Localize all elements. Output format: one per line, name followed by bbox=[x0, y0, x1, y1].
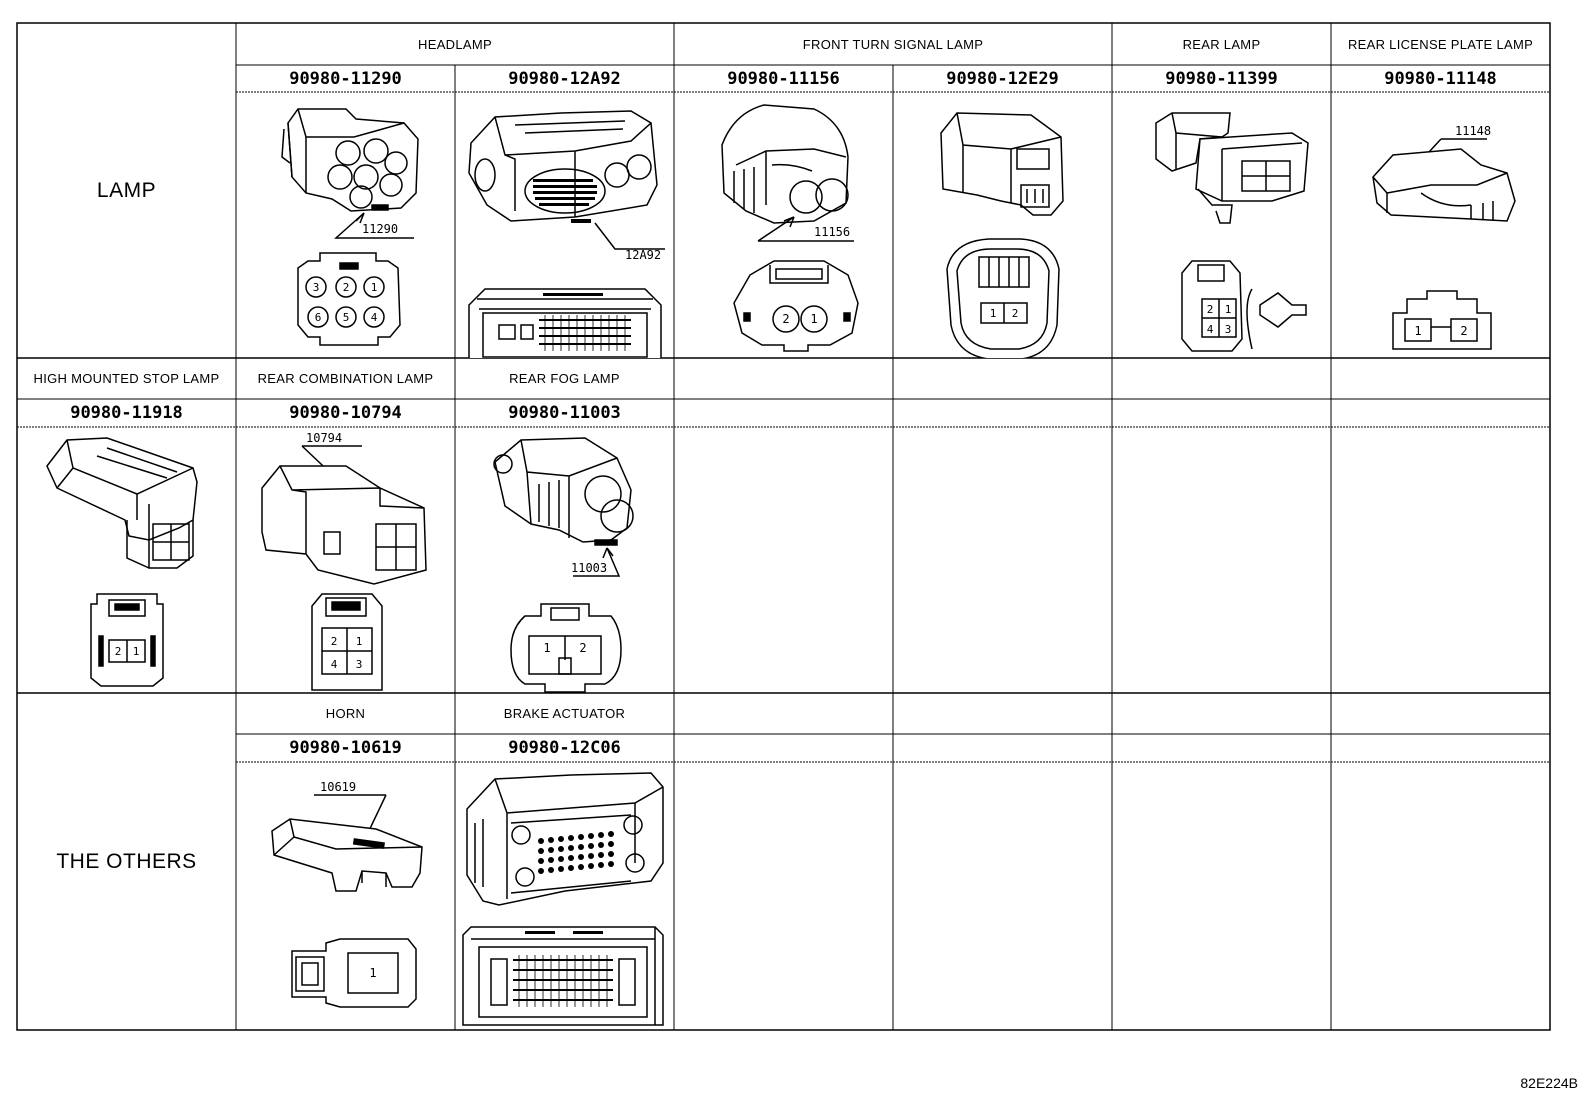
callout-10794: 10794 bbox=[306, 431, 342, 445]
part-number-11290: 90980-11290 bbox=[289, 68, 402, 89]
pin-label: 2 bbox=[1207, 303, 1214, 316]
pin-label: 2 bbox=[579, 641, 586, 655]
callout-11290: 11290 bbox=[362, 222, 398, 236]
part-number-11399: 90980-11399 bbox=[1165, 68, 1278, 89]
connector-drawing-12a92: 12A92 bbox=[455, 93, 674, 358]
part-number-10619: 90980-10619 bbox=[289, 738, 402, 758]
part-number-11918: 90980-11918 bbox=[70, 403, 183, 423]
table-grid-lines bbox=[16, 22, 1551, 1031]
group-rear-fog-lamp: REAR FOG LAMP bbox=[509, 371, 620, 386]
row-title-the-others: THE OTHERS bbox=[56, 849, 197, 873]
connector-table: LAMP HEADLAMP FRONT TURN SIGNAL LAMP REA… bbox=[16, 22, 1551, 1031]
part-number-11148: 90980-11148 bbox=[1384, 68, 1497, 89]
group-rear-lamp: REAR LAMP bbox=[1182, 36, 1261, 52]
pin-label: 1 bbox=[810, 312, 817, 326]
group-rear-license-plate-lamp: REAR LICENSE PLATE LAMP bbox=[1347, 36, 1534, 52]
pin-label: 1 bbox=[369, 966, 376, 980]
part-number-11003: 90980-11003 bbox=[508, 403, 621, 423]
group-brake-actuator: BRAKE ACTUATOR bbox=[503, 706, 626, 721]
connector-drawing-11399: 2 1 4 3 bbox=[1112, 93, 1331, 358]
callout-11003: 11003 bbox=[571, 561, 607, 575]
pin-label: 3 bbox=[1225, 323, 1232, 336]
part-number-12e29: 90980-12E29 bbox=[946, 68, 1059, 89]
pin-label: 6 bbox=[315, 311, 322, 324]
group-front-turn-signal-lamp: FRONT TURN SIGNAL LAMP bbox=[802, 36, 984, 52]
pin-label: 1 bbox=[990, 307, 997, 320]
pin-label: 1 bbox=[1225, 303, 1232, 316]
pin-label: 2 bbox=[343, 281, 350, 294]
part-number-10794: 90980-10794 bbox=[289, 403, 402, 423]
callout-11156: 11156 bbox=[814, 225, 850, 239]
pin-label: 3 bbox=[356, 658, 363, 671]
connector-drawing-11156: 11156 2 1 bbox=[674, 93, 893, 358]
group-rear-combination-lamp: REAR COMBINATION LAMP bbox=[257, 371, 434, 386]
pin-label: 1 bbox=[371, 281, 378, 294]
pin-label: 2 bbox=[1012, 307, 1019, 320]
pin-label: 2 bbox=[331, 635, 338, 648]
figure-code: 82E224B bbox=[1520, 1075, 1578, 1091]
pin-label: 2 bbox=[1460, 324, 1467, 338]
connector-drawing-10794: 10794 2 1 4 3 bbox=[236, 428, 455, 693]
pin-label: 5 bbox=[343, 311, 350, 324]
pin-label: 4 bbox=[1207, 323, 1214, 336]
callout-10619: 10619 bbox=[320, 780, 356, 794]
group-headlamp: HEADLAMP bbox=[418, 36, 492, 52]
pin-label: 2 bbox=[115, 645, 122, 658]
part-number-12a92: 90980-12A92 bbox=[508, 68, 621, 89]
connector-drawing-10619: 10619 1 bbox=[236, 763, 455, 1030]
group-horn: HORN bbox=[325, 706, 366, 721]
row-title-lamp: LAMP bbox=[96, 178, 157, 202]
connector-drawing-12e29: 1 2 bbox=[893, 93, 1112, 358]
pin-label: 1 bbox=[133, 645, 140, 658]
connector-drawing-12c06 bbox=[455, 763, 674, 1030]
pin-label: 2 bbox=[782, 312, 789, 326]
part-number-11156: 90980-11156 bbox=[727, 68, 840, 89]
callout-11148: 11148 bbox=[1455, 124, 1491, 138]
connector-drawing-11918: 2 1 bbox=[17, 428, 236, 693]
connector-drawing-11148: 11148 1 2 bbox=[1331, 93, 1550, 358]
callout-12a92: 12A92 bbox=[625, 248, 661, 262]
pin-label: 1 bbox=[543, 641, 550, 655]
part-number-12c06: 90980-12C06 bbox=[508, 738, 621, 758]
pin-label: 1 bbox=[356, 635, 363, 648]
pin-label: 1 bbox=[1414, 324, 1421, 338]
pin-label: 4 bbox=[331, 658, 338, 671]
group-high-mounted-stop-lamp: HIGH MOUNTED STOP LAMP bbox=[33, 371, 220, 386]
connector-drawing-11290: 11290 3 2 1 6 5 4 bbox=[236, 93, 455, 358]
connector-drawing-11003: 11003 1 2 bbox=[455, 428, 674, 693]
pin-label: 3 bbox=[313, 281, 320, 294]
pin-label: 4 bbox=[371, 311, 378, 324]
